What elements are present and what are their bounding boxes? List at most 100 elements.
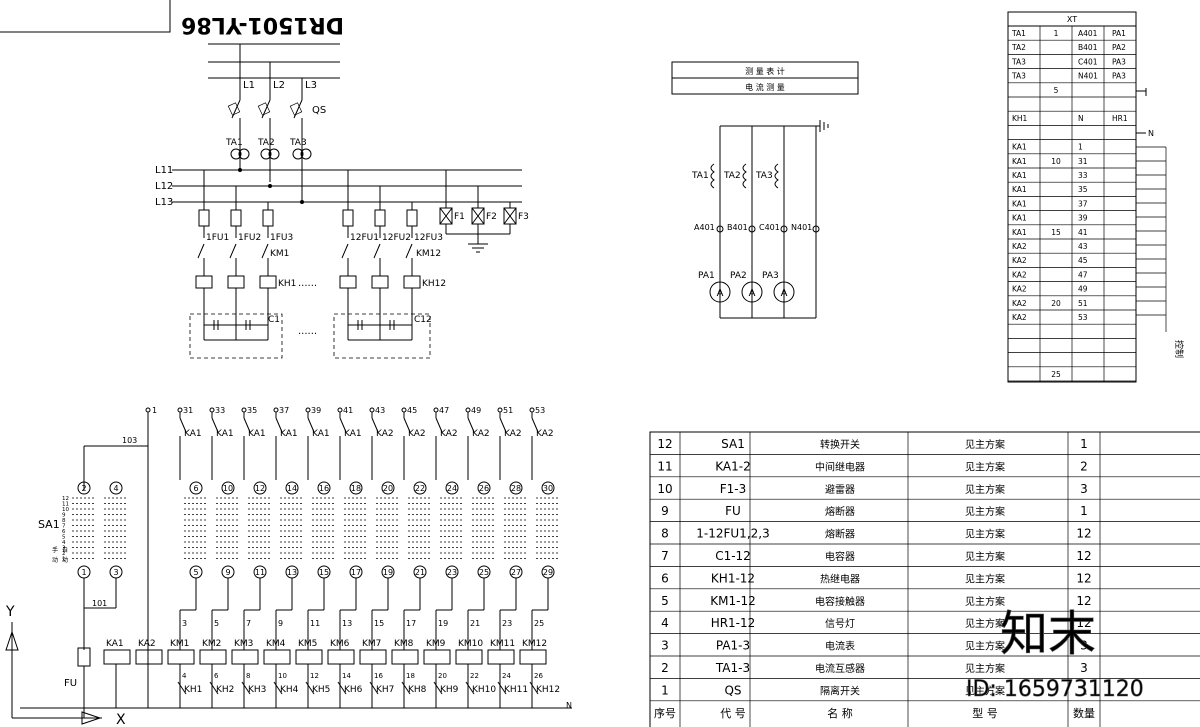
bom-cell-no: 4 <box>661 616 669 630</box>
kh-wire-number: 18 <box>406 672 415 680</box>
kh-contact-label: KH8 <box>408 685 427 695</box>
terminal-cell: 1 <box>1078 143 1083 152</box>
kh-wire-number: 14 <box>342 672 351 680</box>
kh-contact <box>433 681 443 695</box>
bom-cell-model: 见主方案 <box>965 550 1005 563</box>
coil-label: KM11 <box>490 639 515 649</box>
terminal-cell: KA1 <box>1012 228 1027 237</box>
terminal-cell: PA2 <box>1112 43 1126 52</box>
kh-wire-number: 10 <box>278 672 287 680</box>
sa-position-number: 6 <box>62 529 66 535</box>
wire-number: 19 <box>438 619 448 628</box>
ka-contact-label: KA1 <box>280 429 298 439</box>
bom-cell-qty: 3 <box>1080 661 1088 675</box>
coil <box>295 649 323 665</box>
sa-position-number: 5 <box>62 535 66 541</box>
cap-label-c12: C12 <box>414 315 432 325</box>
terminal-cell: KA1 <box>1012 185 1027 194</box>
bom-header: 代 号 <box>720 707 746 720</box>
kh-contact <box>177 681 187 695</box>
kh-contact-label: KH5 <box>312 685 330 695</box>
fuse-label-12fu1: 12FU1 <box>350 233 379 243</box>
sa-bottom-terminal-label: 23 <box>447 568 457 577</box>
ka-contact <box>243 417 251 433</box>
kh-contact <box>401 681 411 695</box>
km-label-km12: KM12 <box>416 249 441 259</box>
ka-contact <box>307 417 315 433</box>
bom-cell-name: 电容器 <box>825 550 855 563</box>
bom-cell-name: 隔离开关 <box>820 684 860 697</box>
coil-label: KM12 <box>522 639 547 649</box>
top-node-label: 53 <box>535 406 545 415</box>
top-node-label: 31 <box>183 406 193 415</box>
terminal-cell: KA2 <box>1012 242 1027 251</box>
kh-wire-number: 6 <box>214 672 219 680</box>
sa-bottom-terminal-label: 9 <box>225 568 230 577</box>
kh-wire-number: 20 <box>438 672 447 680</box>
sa-top-terminal <box>413 481 427 495</box>
top-node <box>145 407 151 413</box>
arrester-label-f3: F3 <box>518 212 529 222</box>
terminal-cell: N401 <box>1078 72 1098 81</box>
sa-position-number: 10 <box>62 507 69 513</box>
sa-top-terminal-label: 4 <box>113 484 118 493</box>
bom-cell-no: 9 <box>661 504 669 518</box>
terminal-cell: 53 <box>1078 313 1088 322</box>
sa-bottom-terminal-label: 19 <box>383 568 393 577</box>
fuse-label-1fu3: 1FU3 <box>270 233 293 243</box>
phase-label-l2: L2 <box>273 80 285 91</box>
wire-number: 9 <box>278 619 283 628</box>
bom-cell-code: C1-12 <box>715 549 751 563</box>
sa-position-number: 2 <box>62 551 66 557</box>
bom-cell-model: 见主方案 <box>965 460 1005 473</box>
ka-contact <box>531 417 539 433</box>
meter-symbol-1: A <box>717 288 724 299</box>
ka-contact-label: KA1 <box>312 429 330 439</box>
sa-mode-label: 动 <box>62 557 68 564</box>
coil <box>359 649 387 665</box>
bom-cell-code: SA1 <box>721 437 745 451</box>
terminal-cell: 31 <box>1078 157 1088 166</box>
coil <box>423 649 451 665</box>
top-node <box>241 407 247 413</box>
meter-ct-ta2: TA2 <box>723 171 741 181</box>
top-node <box>433 407 439 413</box>
bom-cell-model: 见主方案 <box>965 438 1005 451</box>
meter-label-pa2: PA2 <box>730 271 747 281</box>
sa-top-terminal-label: 20 <box>383 484 393 493</box>
top-node <box>209 407 215 413</box>
bom-cell-model: 见主方案 <box>965 483 1005 496</box>
sa-top-terminal <box>221 481 235 495</box>
cap-label-c1: C1 <box>268 315 280 325</box>
bom-cell-no: 12 <box>657 437 672 451</box>
sa-bottom-terminal-label: 29 <box>543 568 553 577</box>
wire-101: 101 <box>92 599 107 608</box>
sa-mode-label: 动 <box>52 557 58 564</box>
sa-top-terminal <box>477 481 491 495</box>
terminal-cell: TA3 <box>1011 57 1026 66</box>
ellipsis-kh-a: ...... <box>298 278 317 289</box>
coil <box>231 649 259 665</box>
wire-103: 103 <box>122 436 137 445</box>
coil <box>103 649 131 665</box>
bom-cell-name: 电容接触器 <box>815 595 865 608</box>
wire-number: 15 <box>374 619 384 628</box>
top-node <box>497 407 503 413</box>
top-node-label: 41 <box>343 406 353 415</box>
sa-top-terminal-label: 28 <box>511 484 521 493</box>
top-node <box>273 407 279 413</box>
wire-number: 25 <box>534 619 544 628</box>
kh-contact <box>209 681 219 695</box>
wire-number: 23 <box>502 619 512 628</box>
wire-number: 3 <box>182 619 187 628</box>
bom-cell-no: 11 <box>657 459 672 473</box>
ka-contact <box>435 417 443 433</box>
bom-cell-name: 电流表 <box>825 640 855 653</box>
ka-contact-label: KA1 <box>248 429 266 439</box>
kh-wire-number: 24 <box>502 672 511 680</box>
bom-cell-name: 熔断器 <box>825 505 855 518</box>
sa-top-terminal-label: 14 <box>287 484 297 493</box>
terminal-cell: A401 <box>1078 29 1098 38</box>
bom-cell-code: F1-3 <box>720 482 747 496</box>
